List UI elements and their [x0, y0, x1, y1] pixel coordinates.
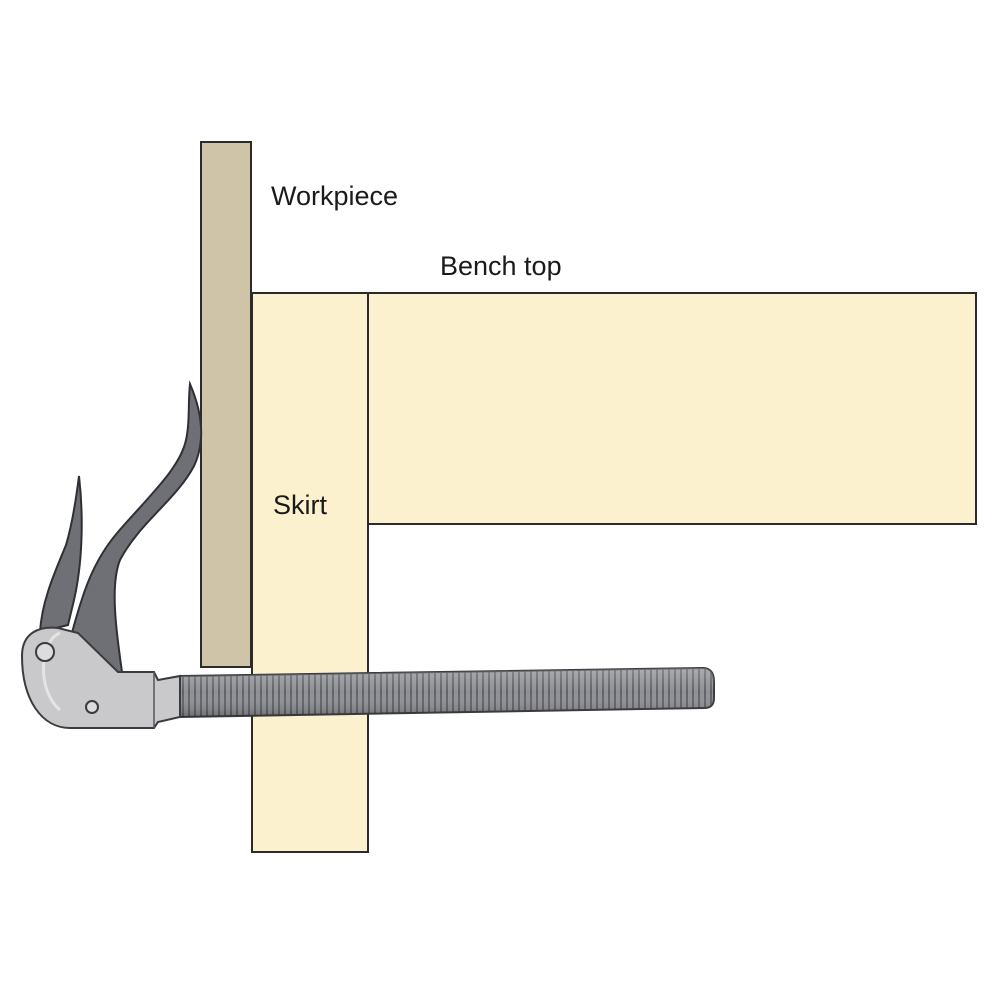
- skirt-board: [251, 292, 369, 853]
- bench-top-label: Bench top: [440, 251, 562, 281]
- workpiece-board: [200, 141, 252, 668]
- holdfast-clamp-icon: [20, 380, 715, 729]
- workpiece-label: Workpiece: [271, 181, 398, 211]
- holdfast-outer-jaw: [38, 475, 83, 634]
- holdfast-rivet: [85, 700, 99, 714]
- holdfast-shaft: [179, 666, 715, 719]
- bench-top-board: [367, 292, 977, 525]
- holdfast-inner-jaw: [68, 380, 203, 673]
- holdfast-body: [20, 626, 181, 729]
- skirt-label: Skirt: [273, 490, 327, 520]
- holdfast-pivot: [35, 642, 55, 662]
